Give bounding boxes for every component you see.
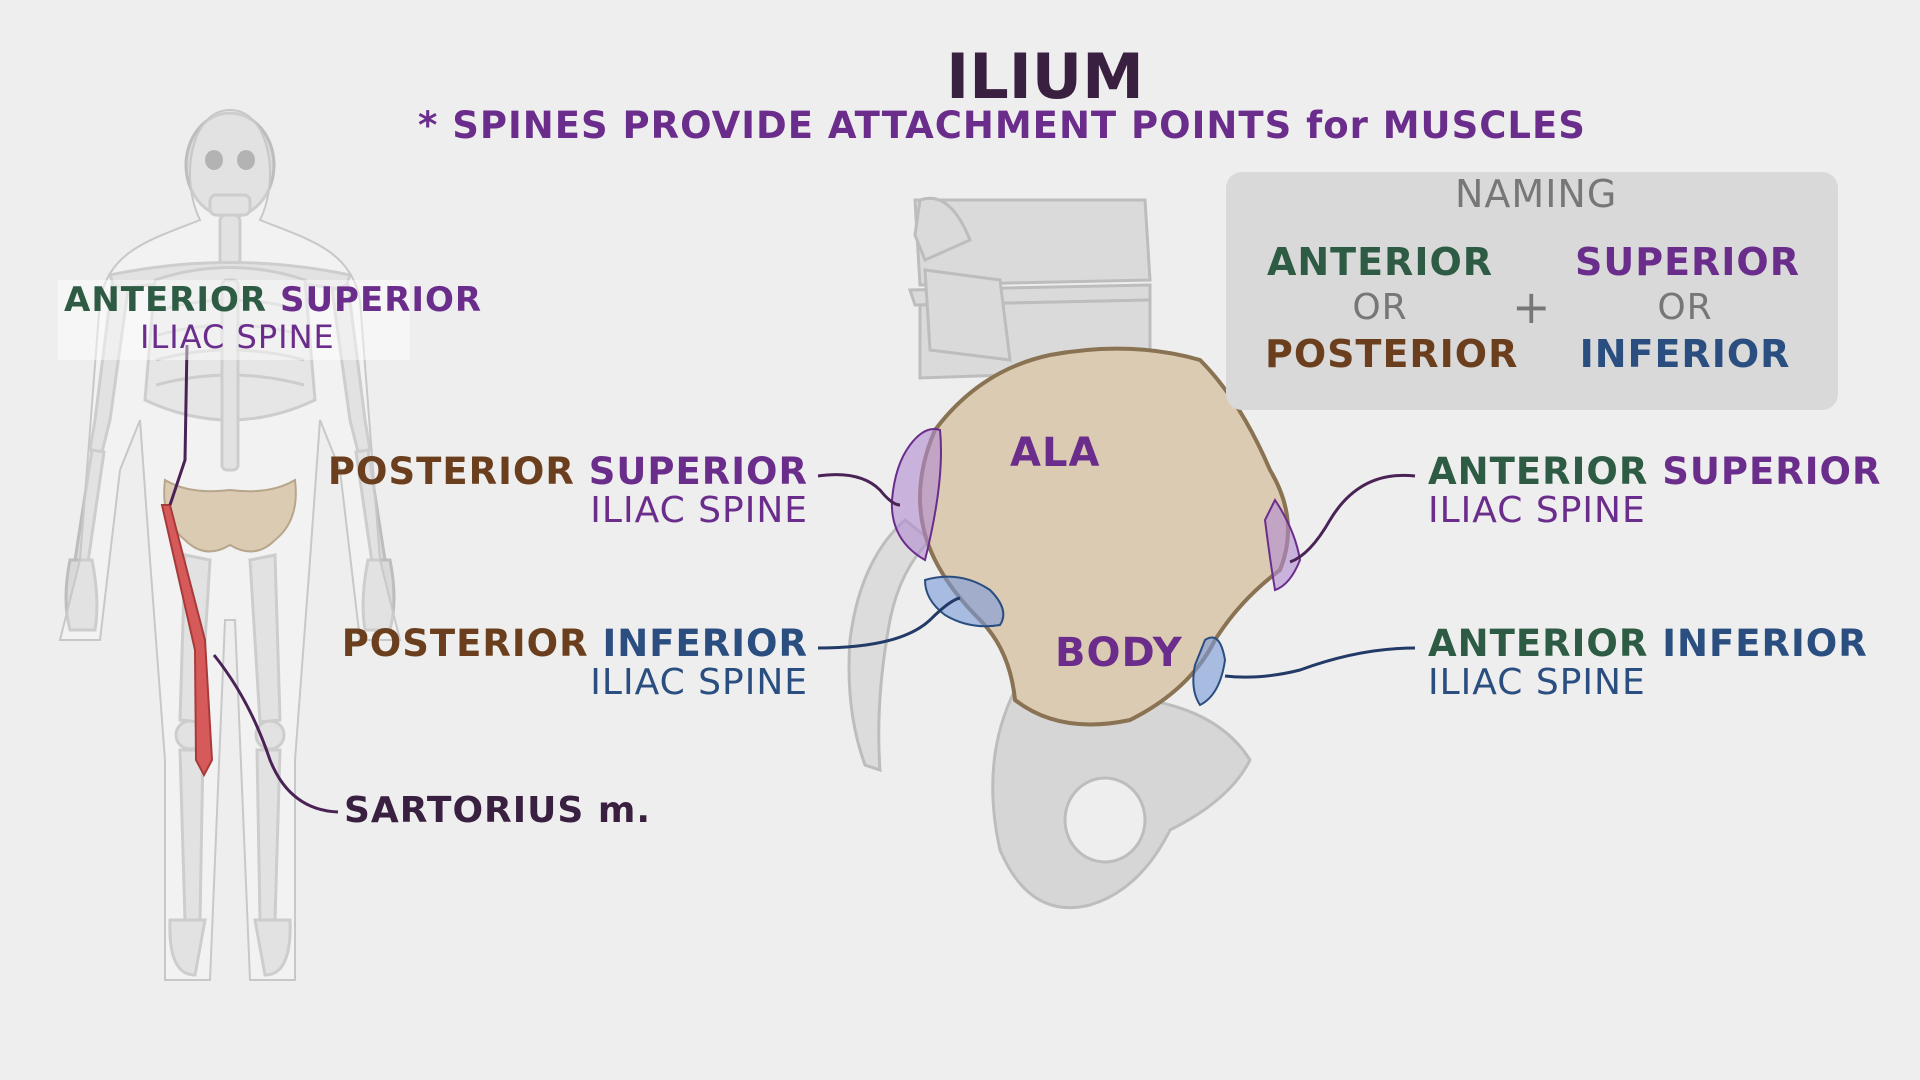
naming-anterior: ANTERIOR <box>1266 240 1494 284</box>
page-subtitle: * SPINES PROVIDE ATTACHMENT POINTS for M… <box>418 104 1586 147</box>
sartorius-leader-line <box>212 654 339 814</box>
asis-skeleton-superior: SUPERIOR <box>279 280 483 320</box>
asis-skeleton-anterior: ANTERIOR <box>64 280 268 320</box>
vertebrae-illustration <box>907 197 1152 380</box>
asis-label-line1: ANTERIOR SUPERIOR <box>1428 450 1882 493</box>
naming-plus: + <box>1512 280 1552 334</box>
piis-leader-line <box>817 596 961 650</box>
naming-or-left: OR <box>1352 287 1408 328</box>
psis-highlight <box>890 428 942 562</box>
piis-inferior: INFERIOR <box>602 622 808 665</box>
piis-highlight <box>923 575 1005 628</box>
asis-skeleton-label-backdrop <box>58 280 410 360</box>
aiis-label-line1: ANTERIOR INFERIOR <box>1428 622 1868 665</box>
asis-highlight <box>1263 498 1302 592</box>
asis-anterior: ANTERIOR <box>1428 450 1649 493</box>
asis-skeleton-label-line1: ANTERIOR SUPERIOR <box>64 280 482 320</box>
naming-posterior: POSTERIOR <box>1265 332 1519 376</box>
aiis-label-line2: ILIAC SPINE <box>1428 662 1646 703</box>
page-title: ILIUM <box>946 40 1144 113</box>
asis-leader-line <box>1289 473 1416 564</box>
sartorius-muscle <box>160 504 214 778</box>
obturator-foramen <box>1063 776 1147 864</box>
aiis-anterior: ANTERIOR <box>1428 622 1649 665</box>
psis-leader-line <box>817 473 901 507</box>
asis-superior: SUPERIOR <box>1662 450 1882 493</box>
naming-inferior: INFERIOR <box>1579 332 1791 376</box>
naming-box <box>1226 172 1838 410</box>
piis-label-line2: ILIAC SPINE <box>590 662 808 703</box>
aiis-leader-line <box>1224 646 1416 679</box>
naming-or-right: OR <box>1657 287 1713 328</box>
sartorius-label: SARTORIUS m. <box>344 790 652 831</box>
sacrum-coccyx <box>847 518 933 773</box>
naming-superior: SUPERIOR <box>1575 240 1800 284</box>
asis-leader-line-skeleton <box>168 344 189 506</box>
psis-label-line2: ILIAC SPINE <box>590 490 808 531</box>
naming-heading: NAMING <box>1455 172 1618 216</box>
psis-posterior: POSTERIOR <box>327 450 575 493</box>
asis-label-line2: ILIAC SPINE <box>1428 490 1646 531</box>
body-label: BODY <box>1055 630 1183 676</box>
small-pelvis <box>163 478 297 553</box>
ala-label: ALA <box>1010 430 1101 476</box>
psis-superior: SUPERIOR <box>588 450 808 493</box>
aiis-highlight <box>1192 636 1227 707</box>
aiis-inferior: INFERIOR <box>1662 622 1868 665</box>
piis-label-line1: POSTERIOR INFERIOR <box>342 622 808 665</box>
piis-posterior: POSTERIOR <box>341 622 589 665</box>
psis-label-line1: POSTERIOR SUPERIOR <box>328 450 808 493</box>
asis-skeleton-label-line2: ILIAC SPINE <box>140 318 335 356</box>
